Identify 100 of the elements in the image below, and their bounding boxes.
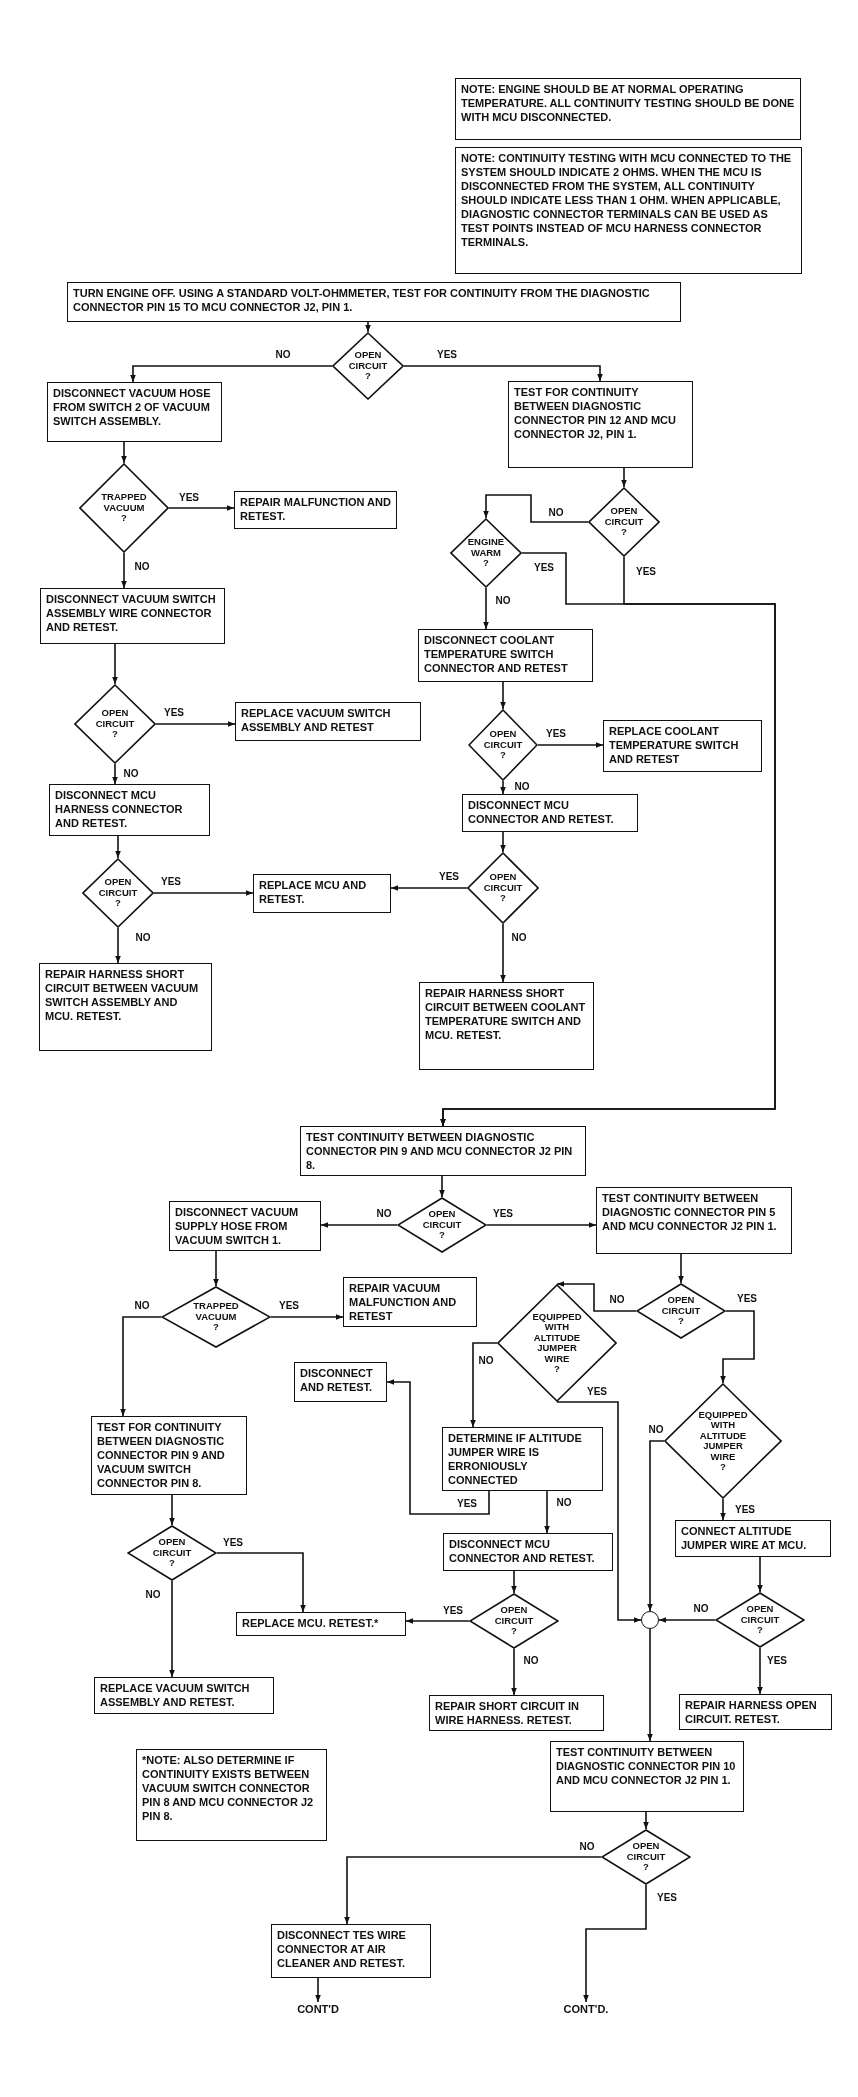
edge-label: NO [522, 1654, 540, 1666]
decision-text: OPEN CIRCUIT ? [740, 1604, 780, 1636]
decision-text: OPEN CIRCUIT ? [95, 708, 135, 740]
edge-label: NO [647, 1423, 665, 1435]
step-text: REPLACE COOLANT TEMPERATURE SWITCH AND RETEST [609, 724, 740, 766]
flow-arrow [365, 321, 371, 333]
step-box [419, 982, 594, 1070]
step-text: CONNECT ALTITUDE JUMPER WIRE AT MCU. [681, 1524, 808, 1552]
decision-text: OPEN CIRCUIT ? [604, 506, 644, 538]
continuation-label: CONT'D. [553, 2002, 619, 2018]
step-text: DISCONNECT MCU HARNESS CONNECTOR AND RETEST. [55, 788, 184, 830]
step-text: DISCONNECT COOLANT TEMPERATURE SWITCH CONNECTOR AND RETEST [424, 633, 569, 675]
decision-diamond [715, 1592, 805, 1648]
step-text: DETERMINE IF ALTITUDE JUMPER WIRE IS ERRONIOUSLY CONNECTED [448, 1431, 583, 1487]
edge-label: NO [513, 780, 531, 792]
step-box [429, 1695, 604, 1731]
edge-label: YES [442, 1604, 464, 1616]
step-box [235, 702, 421, 741]
edge-label: NO [578, 1840, 596, 1852]
step-text: REPLACE MCU. RETEST.* [242, 1616, 380, 1630]
decision-diamond [450, 518, 522, 588]
junction-circle [641, 1611, 659, 1629]
flow-arrow [403, 365, 603, 382]
flow-arrow [483, 494, 589, 523]
step-box [679, 1694, 832, 1730]
flow-arrow [500, 923, 506, 983]
flow-arrow [439, 1175, 445, 1198]
edge-label: YES [163, 706, 185, 718]
flow-arrow [678, 1253, 684, 1284]
flow-arrow [169, 1494, 175, 1526]
note-box [455, 147, 802, 274]
step-text: REPLACE VACUUM SWITCH ASSEMBLY AND RETEST. [100, 1681, 251, 1709]
step-text: DISCONNECT VACUUM HOSE FROM SWITCH 2 OF VACUUM SWITCH ASSEMBLY. [53, 386, 212, 428]
step-text: REPLACE MCU AND RETEST. [259, 878, 368, 906]
edge-label: YES [160, 875, 182, 887]
flow-arrow [720, 1498, 726, 1521]
decision-diamond [82, 858, 154, 928]
step-text: TEST CONTINUITY BETWEEN DIAGNOSTIC CONNECTOR PIN 9 AND MCU CONNECTOR J2 PIN 8. [306, 1130, 574, 1172]
decision-diamond [397, 1197, 487, 1253]
step-text: TEST CONTINUITY BETWEEN DIAGNOSTIC CONNECTOR PIN 5 AND MCU CONNECTOR J2 PIN 1. [602, 1191, 778, 1233]
step-box [236, 1612, 406, 1636]
step-box [47, 382, 222, 442]
flow-arrow [121, 441, 127, 464]
step-text: REPLACE VACUUM SWITCH ASSEMBLY AND RETEST [241, 706, 392, 734]
edge-label: YES [533, 561, 555, 573]
step-text: REPAIR VACUUM MALFUNCTION AND RETEST [349, 1281, 458, 1323]
flow-arrow [115, 835, 121, 859]
step-box [508, 381, 693, 468]
edge-label: NO [122, 767, 140, 779]
decision-diamond [161, 1286, 271, 1348]
step-box [603, 720, 762, 772]
decision-text: OPEN CIRCUIT ? [348, 350, 388, 382]
step-box [49, 784, 210, 836]
decision-text: ENGINE WARM ? [467, 537, 505, 569]
edge-label: YES [222, 1536, 244, 1548]
flow-arrow [344, 1856, 602, 1925]
flow-arrow [647, 1628, 653, 1742]
edge-label: NO [494, 594, 512, 606]
edge-label: YES [492, 1207, 514, 1219]
note-text: NOTE: ENGINE SHOULD BE AT NORMAL OPERATING TEMPERATURE. ALL CONTINUITY TESTING SHOULD BE DONE WITH MCU DISCONNECTED. [461, 82, 795, 124]
step-text: DISCONNECT MCU CONNECTOR AND RETEST. [468, 798, 615, 826]
flow-arrow [130, 365, 333, 383]
edge-label: YES [178, 491, 200, 503]
decision-text: EQUIPPED WITH ALTITUDE JUMPER WIRE ? [532, 1311, 582, 1375]
edge-label: NO [144, 1588, 162, 1600]
flow-arrow [621, 467, 627, 488]
step-box [343, 1277, 477, 1327]
step-box [675, 1520, 831, 1557]
decision-text: TRAPPED VACUUM ? [193, 1301, 239, 1333]
edge-label: YES [635, 565, 657, 577]
flow-arrow [390, 885, 468, 891]
flow-arrow [213, 1250, 219, 1287]
decision-text: OPEN CIRCUIT ? [98, 877, 138, 909]
edge-label: YES [736, 1292, 758, 1304]
step-text: TEST FOR CONTINUITY BETWEEN DIAGNOSTIC CONNECTOR PIN 9 AND VACUUM SWITCH CONNECTOR PIN 8. [97, 1420, 226, 1490]
decision-diamond [79, 463, 169, 553]
step-text: REPAIR HARNESS SHORT CIRCUIT BETWEEN COOLANT TEMPERATURE SWITCH AND MCU. RETEST. [425, 986, 587, 1042]
edge-label: NO [133, 1299, 151, 1311]
edge-label: YES [438, 870, 460, 882]
flow-arrow [757, 1556, 763, 1593]
decision-text: OPEN CIRCUIT ? [422, 1209, 462, 1241]
edge-label: YES [586, 1385, 608, 1397]
flow-arrow [511, 1570, 517, 1594]
edge-label: YES [545, 727, 567, 739]
flow-arrow [500, 681, 506, 710]
flow-arrow [500, 780, 506, 795]
decision-diamond [332, 332, 404, 400]
step-box [234, 491, 397, 529]
flow-arrow [500, 831, 506, 853]
decision-text: TRAPPED VACUUM ? [101, 492, 147, 524]
step-box [418, 629, 593, 682]
edge-label: NO [547, 506, 565, 518]
edge-label: NO [477, 1354, 495, 1366]
step-box [94, 1677, 274, 1714]
decision-text: EQUIPPED WITH ALTITUDE JUMPER WIRE ? [698, 1409, 748, 1473]
edge-label: NO [375, 1207, 393, 1219]
decision-diamond [588, 487, 660, 557]
edge-label: YES [278, 1299, 300, 1311]
flow-arrow [647, 1440, 665, 1612]
edge-label: NO [608, 1293, 626, 1305]
